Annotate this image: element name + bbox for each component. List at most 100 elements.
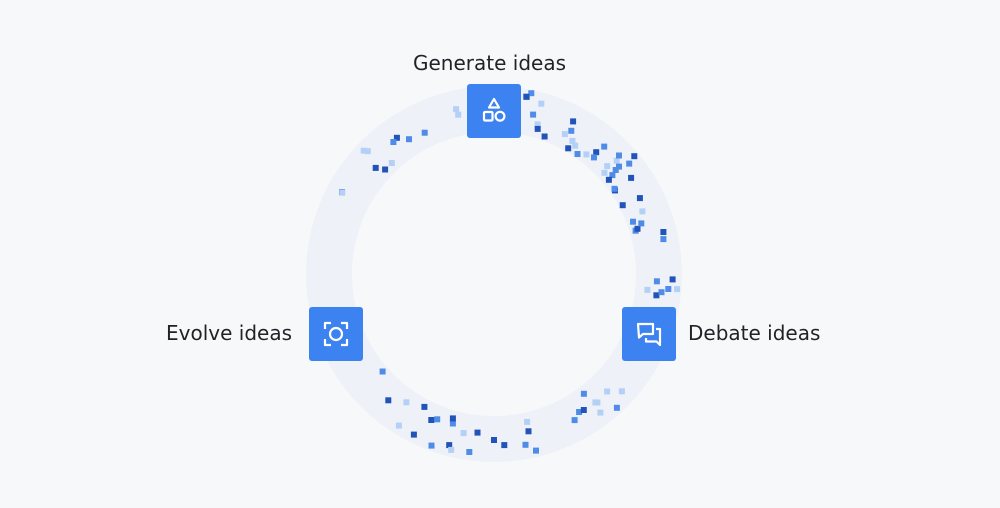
flow-dot — [613, 404, 620, 411]
flow-dot — [523, 93, 530, 100]
flow-dot — [460, 430, 467, 437]
flow-dot — [636, 195, 643, 202]
flow-dot — [660, 229, 667, 235]
flow-dot — [674, 286, 681, 293]
flow-dot — [580, 407, 587, 413]
flow-dot — [534, 121, 541, 128]
flow-dot — [634, 225, 641, 232]
flow-dot — [644, 286, 651, 293]
flow-dot — [631, 153, 638, 160]
step-node-debate — [622, 307, 676, 361]
flow-dot — [604, 163, 611, 170]
flow-dot — [382, 166, 389, 173]
flow-dot — [626, 160, 633, 167]
flow-dot — [541, 133, 548, 140]
flow-dot — [372, 164, 379, 171]
flow-dot — [421, 129, 428, 136]
chat-bubbles-icon — [636, 322, 662, 347]
flow-dot — [618, 388, 625, 395]
flow-dot — [393, 134, 400, 141]
flow-dot — [364, 148, 371, 155]
flow-dot — [522, 441, 529, 448]
flow-dot — [474, 429, 481, 436]
flow-dot — [524, 418, 531, 425]
flow-dot — [379, 368, 386, 375]
flow-dot — [572, 142, 579, 149]
flow-dot — [525, 428, 532, 435]
flow-dot — [591, 154, 597, 161]
flow-dot — [466, 449, 473, 455]
flow-dot — [616, 163, 622, 170]
flow-dot — [421, 403, 428, 410]
flow-dot — [406, 136, 412, 143]
flow-dot — [597, 409, 604, 416]
flow-dot — [604, 388, 611, 395]
flow-dot — [612, 167, 619, 173]
step-label-evolve: Evolve ideas — [166, 321, 292, 345]
flow-dot — [571, 417, 578, 424]
step-node-generate — [467, 84, 521, 138]
flow-dot — [538, 100, 545, 107]
flow-dot — [583, 151, 590, 158]
flow-dot — [449, 420, 456, 427]
flow-dots — [339, 90, 681, 455]
flow-dot — [501, 442, 508, 449]
flow-dot — [639, 208, 646, 215]
flow-dot — [611, 185, 618, 192]
flow-dot — [628, 174, 635, 181]
flow-dot — [568, 127, 575, 134]
flow-dot — [580, 390, 587, 397]
flow-dot — [390, 139, 397, 145]
flow-dot — [638, 220, 645, 227]
flow-dot — [601, 169, 608, 176]
flow-dot — [446, 442, 453, 449]
flow-dot — [569, 137, 576, 144]
flow-dot — [453, 106, 460, 113]
flow-dot — [491, 437, 497, 443]
flow-dot — [428, 442, 435, 449]
flow-dot — [660, 236, 667, 243]
flow-dot — [658, 289, 665, 296]
flow-dot — [410, 431, 417, 438]
flow-dot — [593, 149, 600, 156]
flow-dot — [565, 145, 572, 152]
flow-dot — [448, 446, 455, 453]
flow-dot — [434, 416, 441, 423]
flow-dot — [570, 118, 577, 125]
flow-dot — [428, 417, 435, 423]
flow-dot — [360, 147, 367, 154]
flow-dot — [388, 160, 395, 166]
flow-dot — [455, 111, 462, 118]
flow-dot — [630, 218, 636, 225]
flow-dot — [609, 172, 616, 179]
flow-dot — [653, 278, 660, 285]
flow-dot — [561, 131, 568, 138]
step-node-evolve — [309, 307, 363, 361]
flow-dot — [403, 399, 410, 406]
flow-dot — [653, 292, 660, 299]
step-label-generate: Generate ideas — [413, 51, 566, 75]
flow-dot — [613, 157, 620, 164]
focus-frame-icon — [323, 321, 349, 347]
step-label-debate: Debate ideas — [688, 321, 821, 345]
flow-dot — [395, 422, 402, 429]
flow-dot — [574, 151, 581, 157]
flow-dot — [530, 111, 537, 118]
flow-dot — [576, 409, 583, 415]
flow-dot — [616, 152, 622, 159]
flow-dot — [385, 397, 392, 404]
flow-dot — [619, 202, 626, 209]
flow-dot — [339, 189, 346, 196]
flow-dot — [669, 276, 676, 283]
flow-dot — [534, 125, 541, 132]
flow-dot — [605, 176, 612, 183]
flow-dot — [528, 90, 535, 97]
flow-dot — [592, 399, 599, 406]
flow-dot — [533, 447, 539, 454]
flow-dot — [665, 286, 672, 292]
flow-dot — [601, 143, 608, 150]
flow-dot — [449, 415, 456, 422]
shapes-icon — [482, 97, 506, 122]
